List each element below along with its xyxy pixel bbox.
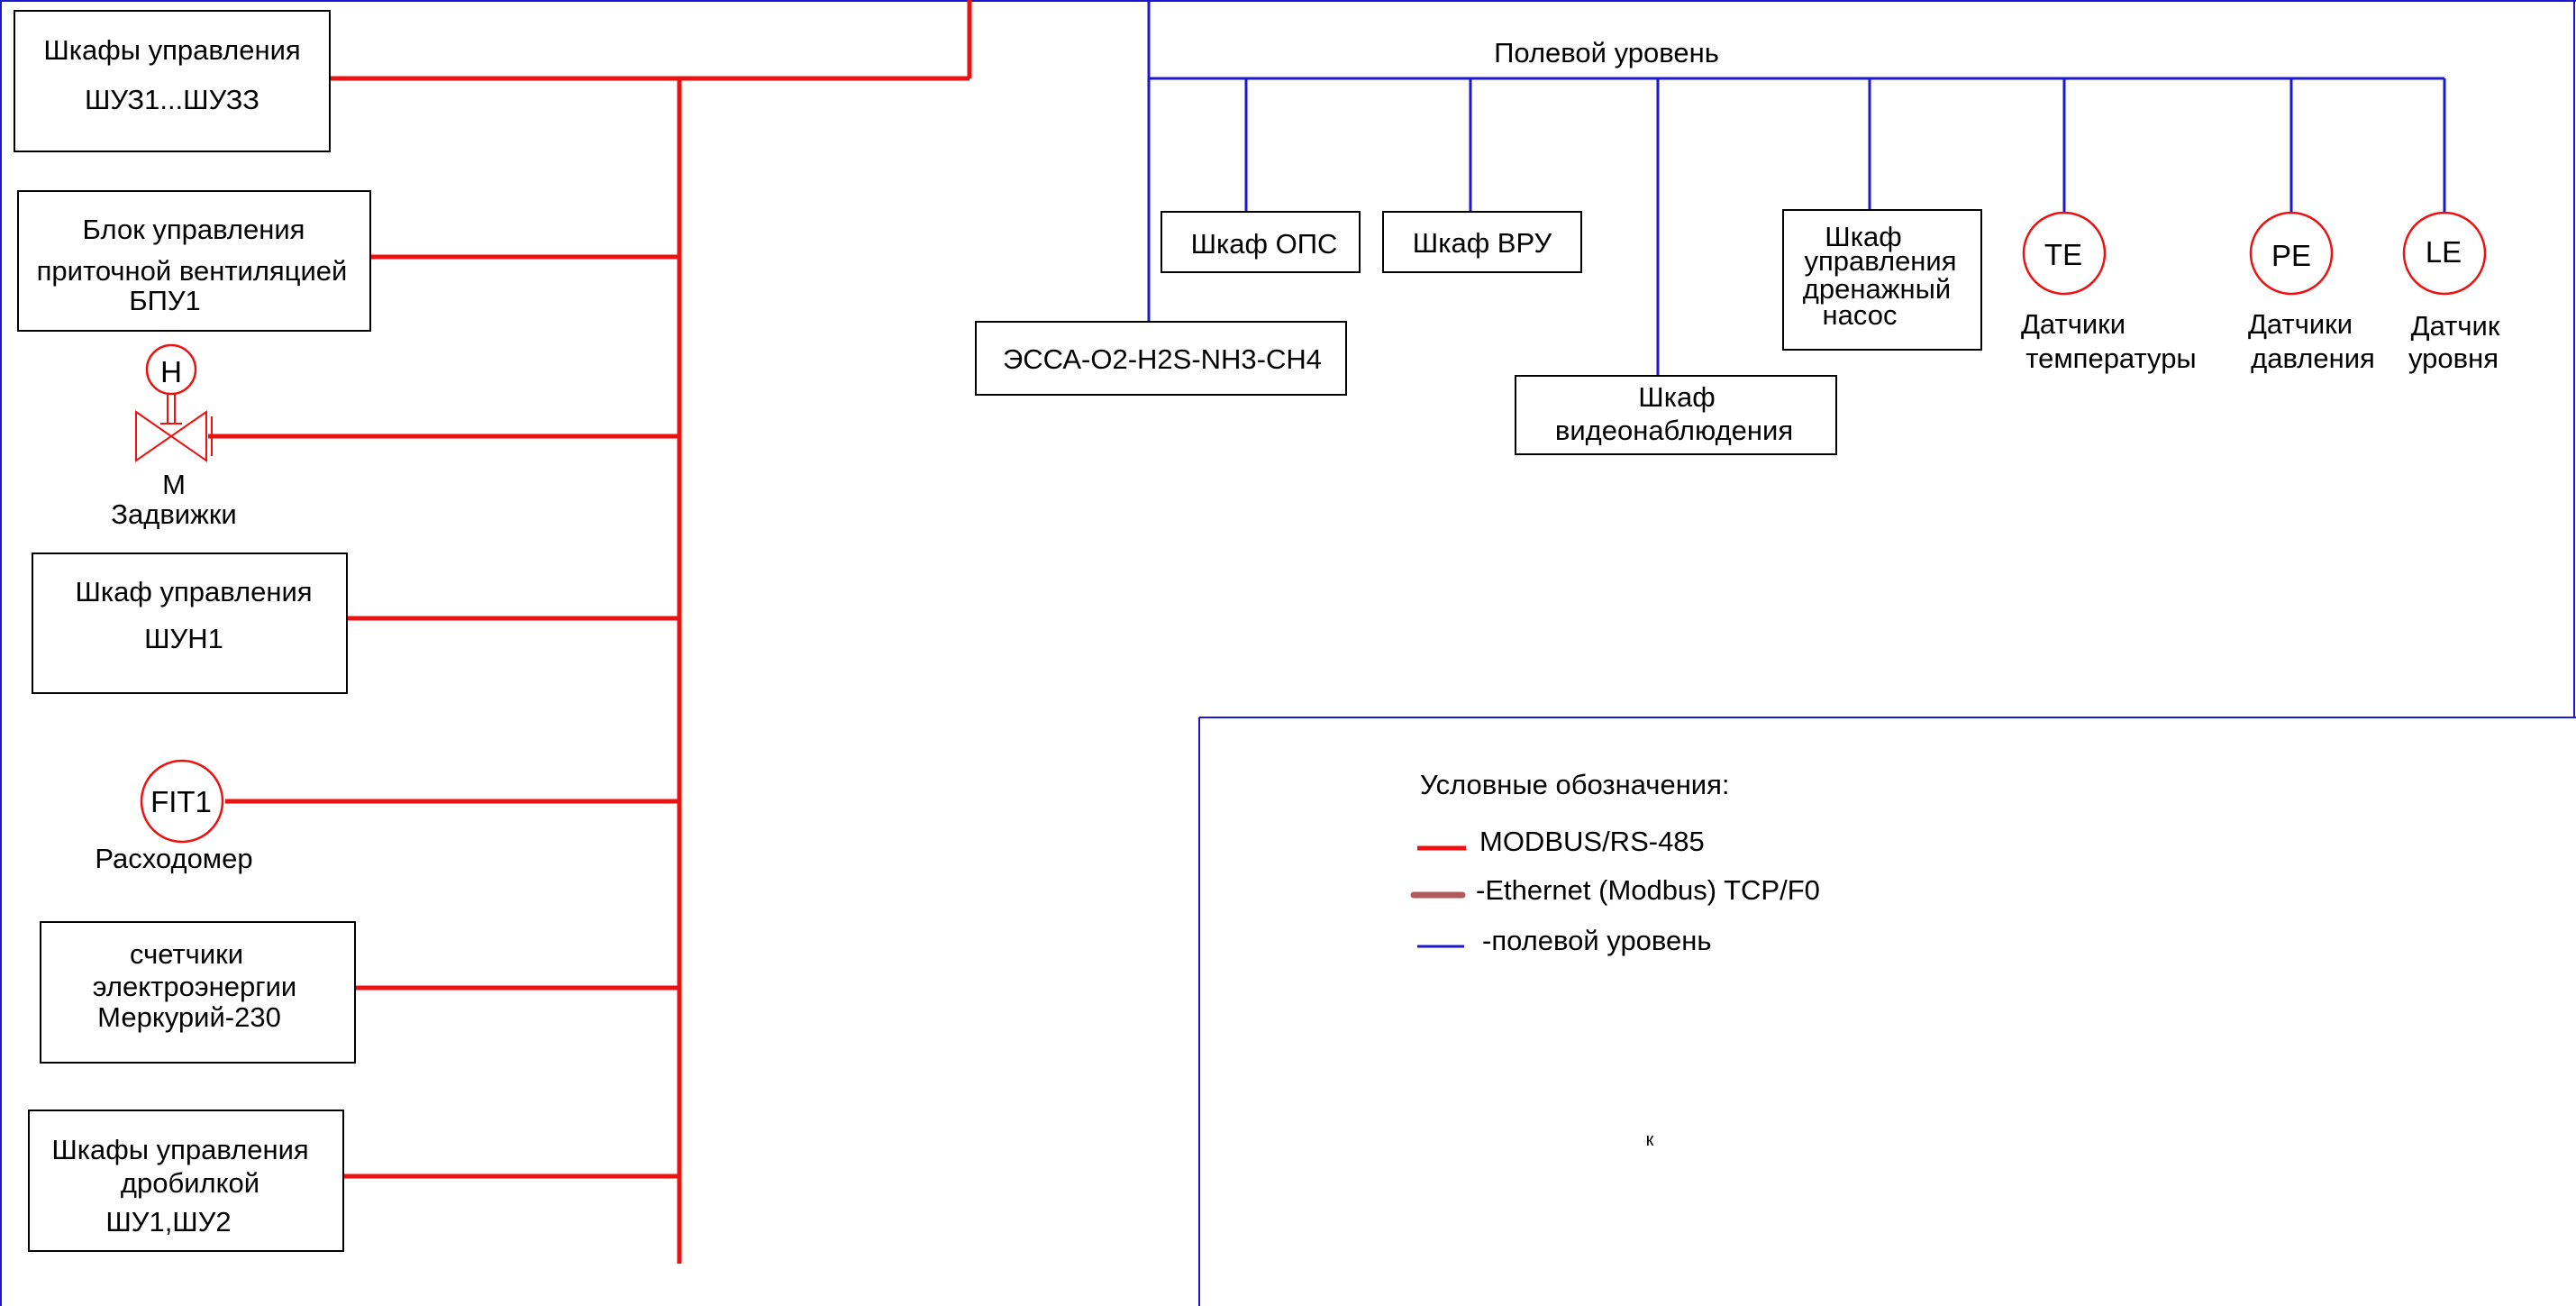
crusher-cabinets-line2: дробилкой (121, 1167, 259, 1199)
vru-cabinet-label: Шкаф ВРУ (1413, 227, 1552, 259)
flowmeter-label: Расходомер (95, 843, 252, 874)
video-cabinet-box (1515, 375, 1837, 455)
ops-cabinet-box (1161, 211, 1361, 273)
supply-vent-unit[interactable]: Блок управления приточной вентиляцией БП… (17, 190, 371, 332)
flowmeter[interactable]: FIT1 Расходомер (95, 759, 253, 874)
temperature-sensor-icon (2022, 211, 2107, 296)
legend-field-label: -полевой уровень (1482, 925, 1712, 956)
energy-meters-box (40, 921, 356, 1064)
crusher-cabinets-line1: Шкафы управления (51, 1134, 308, 1165)
legend: Условные обозначения: MODBUS/RS-485 -Eth… (1410, 769, 1820, 956)
temperature-sensors-line1: Датчики (2021, 308, 2125, 340)
drain-pump-cabinet[interactable]: Шкаф управления дренажный насос (1782, 209, 1982, 351)
flowmeter-icon (140, 759, 224, 844)
pump-cabinet[interactable]: Шкаф управления ШУН1 (32, 553, 348, 694)
field-bus (1147, 0, 2446, 376)
energy-meters-line2: электроэнергии (93, 971, 296, 1002)
legend-ethernet-label: -Ethernet (Modbus) TCP/F0 (1476, 874, 1820, 906)
pump-cabinet-line1: Шкаф управления (75, 576, 312, 607)
pressure-sensors-line2: давления (2251, 342, 2375, 374)
modbus-bus (208, 0, 972, 1264)
video-cabinet-line2: видеонаблюдения (1555, 415, 1793, 446)
valve-drive-label: М (162, 469, 186, 500)
valve-body-right-icon (169, 410, 207, 462)
legend-modbus-label: MODBUS/RS-485 (1479, 826, 1705, 857)
level-sensor-icon (2402, 211, 2487, 296)
pressure-sensors[interactable]: РЕ Датчики давления (2248, 211, 2375, 374)
drain-pump-line3: дренажный (1803, 273, 1951, 305)
vru-cabinet-box (1382, 211, 1582, 273)
level-sensor-line1: Датчик (2411, 310, 2500, 342)
crusher-cabinets[interactable]: Шкафы управления дробилкой ШУ1,ШУ2 (28, 1110, 344, 1252)
supply-vent-line3: БПУ1 (129, 285, 201, 316)
energy-meters-line3: Меркурий-230 (97, 1001, 281, 1033)
ops-cabinet-label: Шкаф ОПС (1191, 228, 1338, 260)
drain-pump-line1: Шкаф (1825, 221, 1901, 252)
valve-actuator-tag: Н (160, 355, 182, 388)
level-sensor-tag: LE (2426, 235, 2462, 269)
drain-pump-line4: насос (1823, 299, 1898, 331)
pressure-sensor-icon (2249, 211, 2334, 296)
supply-vent-line2: приточной вентиляцией (37, 255, 348, 287)
valves-label: Задвижки (111, 498, 236, 530)
drain-pump-line2: управления (1804, 245, 1956, 277)
drain-pump-box (1782, 209, 1982, 351)
field-level-title: Полевой уровень (1494, 37, 1719, 68)
energy-meters-line1: счетчики (130, 938, 243, 970)
vru-cabinet[interactable]: Шкаф ВРУ (1382, 211, 1582, 273)
gas-analyzer[interactable]: ЭССА-О2-Н2S-NH3-CH4 (975, 321, 1347, 396)
pump-cabinet-box (32, 553, 348, 694)
pressure-sensors-line1: Датчики (2248, 308, 2353, 340)
flowmeter-tag: FIT1 (150, 785, 212, 818)
video-cabinet[interactable]: Шкаф видеонаблюдения (1515, 375, 1837, 455)
legend-title: Условные обозначения: (1420, 769, 1730, 800)
temperature-sensors[interactable]: ТЕ Датчики температуры (2021, 211, 2197, 374)
supply-vent-box (17, 190, 371, 332)
ops-cabinet[interactable]: Шкаф ОПС (1161, 211, 1361, 273)
video-cabinet-line1: Шкаф (1638, 381, 1715, 413)
stray-mark: к (1646, 1130, 1654, 1150)
pressure-sensor-tag: РЕ (2271, 239, 2311, 272)
valve-actuator-icon (145, 343, 197, 396)
cabinet-shuz-box (14, 10, 331, 152)
temperature-sensors-line2: температуры (2025, 342, 2196, 374)
supply-vent-line1: Блок управления (83, 214, 305, 245)
cabinet-shuz-line2: ШУЗ1...ШУЗЗ (85, 84, 259, 115)
pump-cabinet-line2: ШУН1 (144, 623, 223, 654)
energy-meters[interactable]: счетчики электроэнергии Меркурий-230 (40, 921, 356, 1064)
gas-analyzer-label: ЭССА-О2-Н2S-NH3-CH4 (1003, 343, 1322, 375)
gate-valves[interactable]: Н М Задвижки (111, 343, 237, 530)
level-sensor[interactable]: LE Датчик уровня (2402, 211, 2500, 374)
temperature-sensor-tag: ТЕ (2044, 238, 2082, 271)
level-sensor-line2: уровня (2408, 342, 2499, 374)
gas-analyzer-box (975, 321, 1347, 396)
valve-body-left-icon (135, 410, 173, 462)
crusher-cabinets-line3: ШУ1,ШУ2 (105, 1206, 231, 1238)
cabinet-shuz-line1: Шкафы управления (43, 34, 300, 66)
cabinet-shuz[interactable]: Шкафы управления ШУЗ1...ШУЗЗ (14, 10, 331, 152)
crusher-cabinets-box (28, 1110, 344, 1252)
